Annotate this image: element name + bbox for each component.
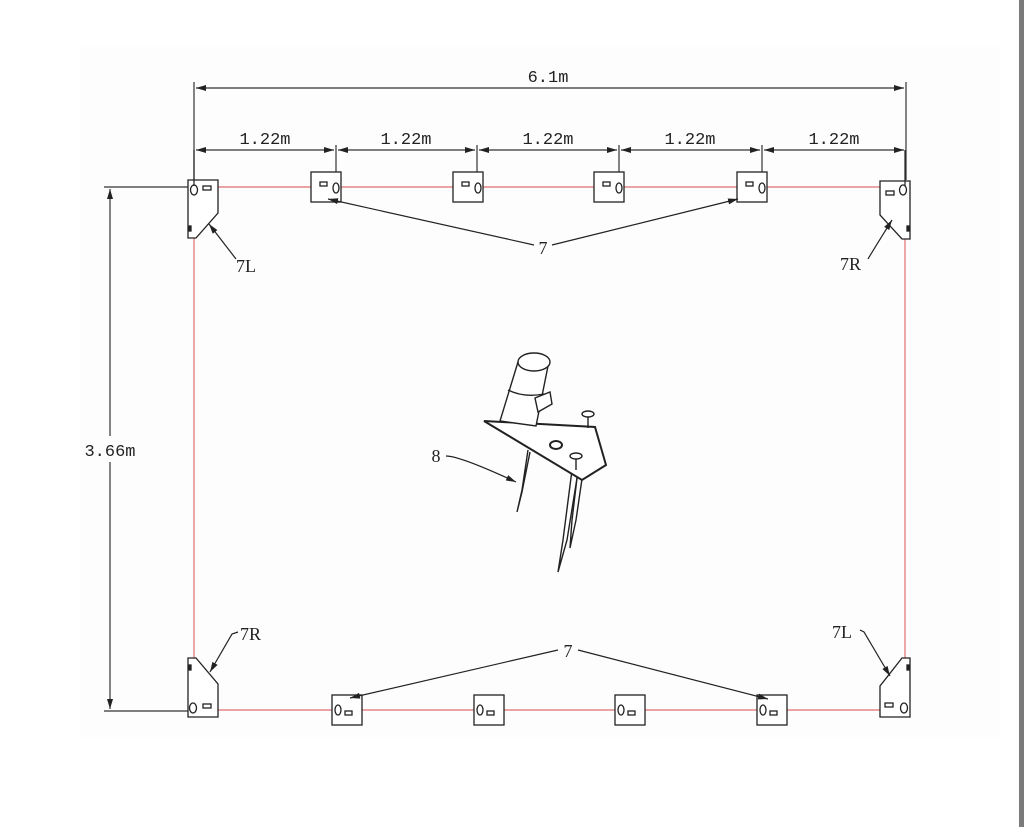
corner-bracket-top-right (879, 180, 911, 240)
bracket-top-2 (452, 171, 484, 203)
bottom-edge-brackets (331, 694, 788, 726)
corner-bracket-bottom-right (879, 657, 911, 718)
ground-anchor-illustration (483, 352, 608, 573)
bracket-bottom-4 (756, 694, 788, 726)
callout-7L-top: 7L (236, 256, 256, 276)
callout-7R-top: 7R (840, 254, 861, 274)
window-edge-scrollbar[interactable] (1019, 0, 1024, 827)
corner-bracket-top-left (187, 179, 219, 239)
overall-height-dimension (104, 186, 190, 712)
callout-7R-bottom: 7R (240, 624, 261, 644)
segment-label-5: 1.22m (808, 131, 859, 150)
callout-8: 8 (432, 446, 441, 466)
overall-width-label: 6.1m (528, 69, 569, 88)
corner-bracket-bottom-left (187, 657, 219, 718)
segment-label-2: 1.22m (380, 131, 431, 150)
bracket-bottom-2 (473, 694, 505, 726)
callout-7-top: 7 (539, 238, 548, 258)
bracket-top-3 (593, 171, 625, 203)
overall-height-label: 3.66m (84, 443, 135, 462)
segment-label-4: 1.22m (664, 131, 715, 150)
bracket-top-1 (310, 171, 342, 203)
segment-label-1: 1.22m (239, 131, 290, 150)
callout-7-bottom: 7 (564, 641, 573, 661)
top-edge-brackets (310, 171, 768, 203)
bracket-bottom-3 (614, 694, 646, 726)
bracket-top-4 (736, 171, 768, 203)
callout-7L-bottom: 7L (832, 622, 852, 642)
bracket-bottom-1 (331, 694, 363, 726)
segment-label-3: 1.22m (522, 131, 573, 150)
